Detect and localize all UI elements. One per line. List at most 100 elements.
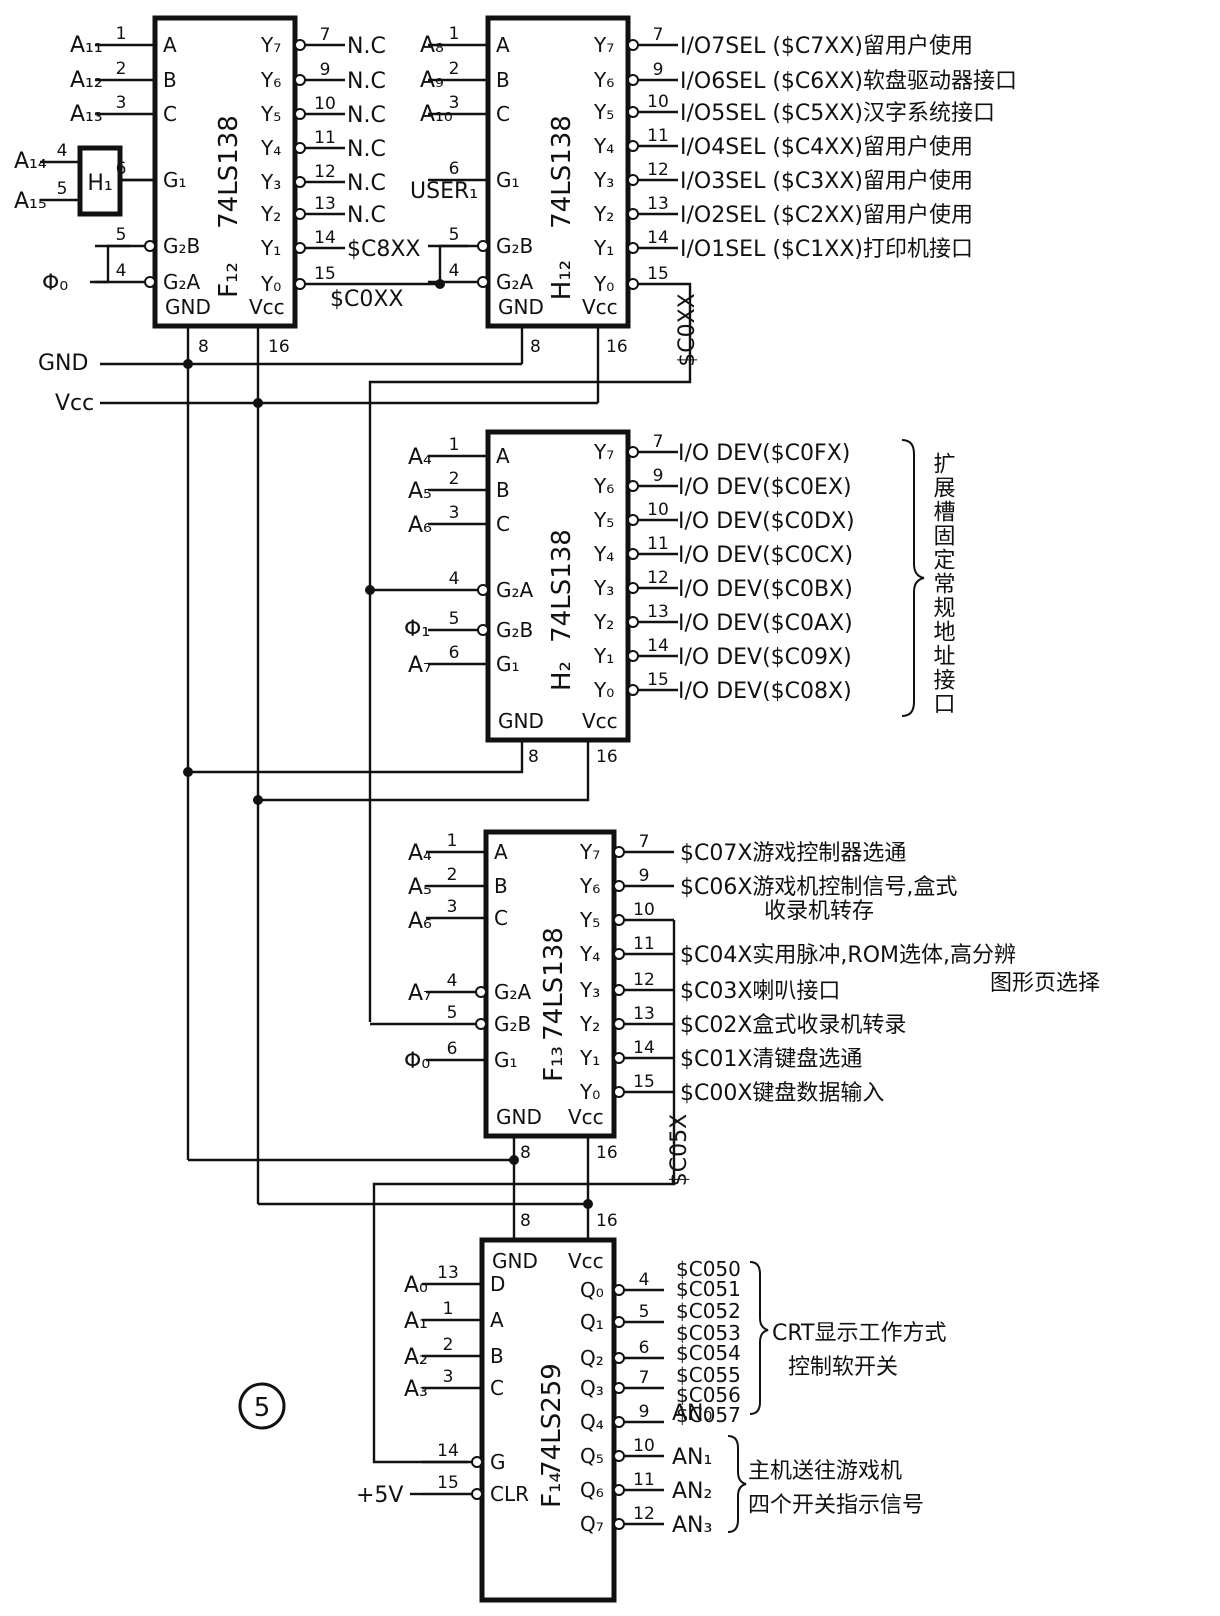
chip-h2-body (485, 429, 631, 743)
pin-number: 1 (116, 24, 127, 44)
input-signal-label: Φ₀ (404, 1049, 430, 1074)
input-pin-name: G₂A (496, 270, 534, 294)
pin-number: 6 (449, 643, 460, 663)
pin-number: 11 (633, 934, 655, 954)
group-label: 控制软开关 (788, 1355, 898, 1380)
pin-number: 8 (520, 1143, 531, 1163)
input-signal-label: A₇ (408, 981, 432, 1006)
input-pin-name: A (496, 444, 510, 468)
chip-designator: F₁₂ (214, 262, 244, 298)
output-pin-name: Y₁ (593, 644, 614, 668)
output-signal-label: AN₃ (672, 1513, 712, 1538)
inverter-bubble (627, 174, 639, 186)
input-pin-name: B (496, 478, 510, 502)
input-pin-name: B (496, 68, 510, 92)
input-pin-name: G₂A (163, 270, 201, 294)
input-pin-name: G₂B (496, 618, 533, 642)
pin-number: 2 (449, 469, 460, 489)
inverter-bubble (294, 142, 306, 154)
output-pin-name: Y₆ (593, 68, 614, 92)
inverter-bubble (627, 106, 639, 118)
inverter-bubble (613, 984, 625, 996)
output-signal-label: I/O3SEL ($C3XX)留用户使用 (680, 169, 973, 194)
input-pin-name: C (490, 1376, 504, 1400)
output-signal-label: I/O DEV($C0BX) (678, 577, 853, 602)
pin-number: 2 (449, 59, 460, 79)
output-pin-name: Y₇ (593, 440, 614, 464)
input-signal-label: A₈ (420, 33, 444, 58)
pin-number: 4 (116, 261, 127, 281)
inverter-bubble (627, 278, 639, 290)
output-signal-label: $C051 (676, 1277, 741, 1301)
input-signal-label: A₀ (404, 1273, 428, 1298)
input-pin-name: G₂B (163, 234, 200, 258)
pin-number: 13 (633, 1004, 655, 1024)
pin-number: 9 (639, 1402, 650, 1422)
output-signal-label: $C057 (676, 1403, 741, 1427)
pin-number: 9 (653, 60, 664, 80)
pin-number: 12 (633, 1504, 655, 1524)
net-label: $C0XX (330, 287, 404, 312)
chip-f12-body (152, 15, 298, 329)
output-pin-name: Y₇ (260, 33, 281, 57)
input-pin-name: C (496, 512, 510, 536)
pin-number: 10 (647, 500, 669, 520)
input-pin-name: B (163, 68, 177, 92)
output-pin-name: Y₅ (579, 908, 600, 932)
output-pin-name: Y₃ (593, 168, 614, 192)
output-pin-name: Y₃ (593, 576, 614, 600)
group-label: 主机送往游戏机 (748, 1459, 902, 1484)
input-signal-label: A₆ (408, 909, 432, 934)
wire (258, 1136, 590, 1206)
input-pin-name: G (490, 1450, 506, 1474)
output-signal-label: $C03X喇叭接口 (680, 979, 840, 1004)
input-signal-label: Φ₀ (42, 271, 68, 296)
pin-number: 14 (633, 1038, 655, 1058)
pin-number: 8 (530, 337, 541, 357)
pin-number: 12 (314, 162, 336, 182)
inverter-bubble (613, 846, 625, 858)
pin-number: 7 (653, 25, 664, 45)
inverter-bubble (627, 208, 639, 220)
output-signal-label: I/O DEV($C0FX) (678, 441, 850, 466)
output-pin-name: Y₆ (260, 68, 281, 92)
input-pin-name: A (163, 33, 177, 57)
pin-number: 12 (647, 568, 669, 588)
pin-number: 10 (633, 1436, 655, 1456)
output-signal-label: I/O DEV($C0DX) (678, 509, 855, 534)
gate-label: H₁ (87, 171, 112, 196)
brace (749, 1261, 769, 1415)
inverter-bubble (477, 240, 489, 252)
pin-number: 11 (314, 128, 336, 148)
output-signal-label: I/O2SEL ($C2XX)留用户使用 (680, 203, 973, 228)
inverter-bubble (144, 276, 156, 288)
inverter-bubble (294, 176, 306, 188)
wire (345, 244, 468, 286)
gate-h1-body (77, 145, 123, 217)
gnd-pin-label: GND (496, 1105, 542, 1129)
output-signal-label: $C00X键盘数据输入 (680, 1081, 884, 1106)
chip-designator: F₁₃ (539, 1046, 569, 1082)
group-label: CRT显示工作方式 (772, 1321, 947, 1346)
output-pin-name: Y₁ (593, 236, 614, 260)
inverter-bubble (477, 624, 489, 636)
input-signal-label: +5V (356, 1483, 403, 1508)
input-signal-label: A₂ (404, 1345, 428, 1370)
output-signal-label: N.C (347, 137, 386, 162)
pin-number: 7 (320, 25, 331, 45)
output-signal-label: AN₀ (672, 1401, 713, 1426)
figure-number: 5 (254, 1393, 271, 1423)
pin-number: 2 (443, 1335, 454, 1355)
pin-number: 5 (57, 179, 68, 199)
brace (901, 439, 925, 717)
input-pin-name: G₂A (494, 980, 532, 1004)
output-pin-name: Y₂ (260, 202, 281, 226)
pin-number: 6 (116, 159, 127, 179)
inverter-bubble (627, 140, 639, 152)
junction-dot (253, 795, 263, 805)
output-pin-name: Y₃ (579, 978, 600, 1002)
inverter-bubble (294, 242, 306, 254)
pin-number: 16 (596, 1143, 618, 1163)
input-signal-label: A₁₄ (14, 149, 47, 174)
pin-number: 15 (647, 670, 669, 690)
